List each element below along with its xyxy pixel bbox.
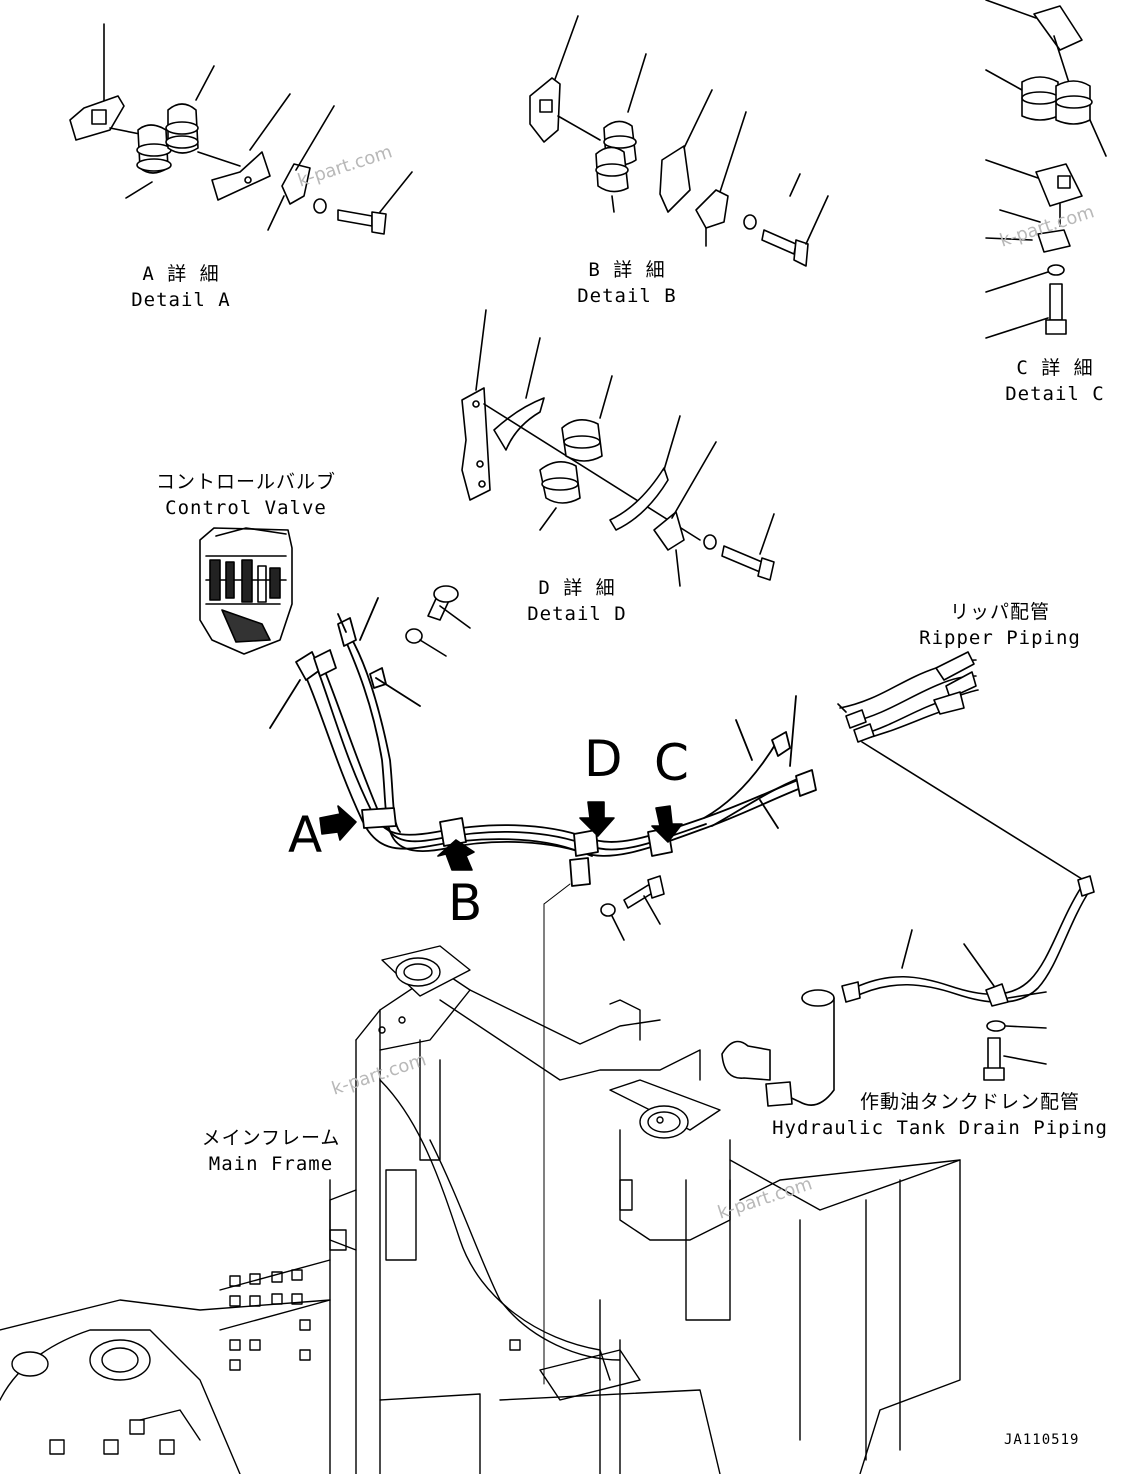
detail-a-exploded <box>69 23 413 235</box>
drain-piping-drawing <box>721 875 1095 1107</box>
detail-b-en-label: Detail B <box>577 285 677 307</box>
detail-d-jp-label: D 詳 細 <box>538 577 616 599</box>
main-hose-assembly <box>269 597 817 887</box>
callout-arrows <box>319 801 683 871</box>
callout-a: A <box>288 806 323 864</box>
detail-a-jp-label: A 詳 細 <box>142 263 220 285</box>
main-frame-jp-label: メインフレーム <box>201 1127 341 1149</box>
control-valve-en-label: Control Valve <box>165 497 327 519</box>
detail-c-exploded <box>985 0 1107 339</box>
detail-d-exploded <box>461 309 775 587</box>
detail-a-en-label: Detail A <box>131 289 231 311</box>
callout-d: D <box>584 730 623 788</box>
drain-piping-en-label: Hydraulic Tank Drain Piping <box>772 1117 1108 1139</box>
drain-piping-jp-label: 作動油タンクドレン配管 <box>859 1091 1080 1113</box>
ripper-piping-jp-label: リッパ配管 <box>949 601 1050 623</box>
ripper-piping-en-label: Ripper Piping <box>919 627 1081 649</box>
callout-b: B <box>448 874 483 932</box>
main-frame-drawing <box>0 945 961 1474</box>
detail-c-en-label: Detail C <box>1005 383 1105 405</box>
main-frame-en-label: Main Frame <box>208 1153 334 1175</box>
control-valve-jp-label: コントロールバルブ <box>156 471 337 493</box>
drawing-code: JA110519 <box>1004 1432 1080 1448</box>
detail-d-en-label: Detail D <box>527 603 627 625</box>
detail-c-jp-label: C 詳 細 <box>1016 357 1094 379</box>
clamp-bolt-washer <box>600 875 665 941</box>
detail-b-jp-label: B 詳 細 <box>588 259 666 281</box>
valve-bolt-washer <box>405 585 471 657</box>
detail-b-exploded <box>529 15 829 267</box>
callout-c: C <box>654 734 689 792</box>
control-valve-drawing <box>199 527 293 655</box>
ripper-piping-drawing <box>837 651 1091 885</box>
